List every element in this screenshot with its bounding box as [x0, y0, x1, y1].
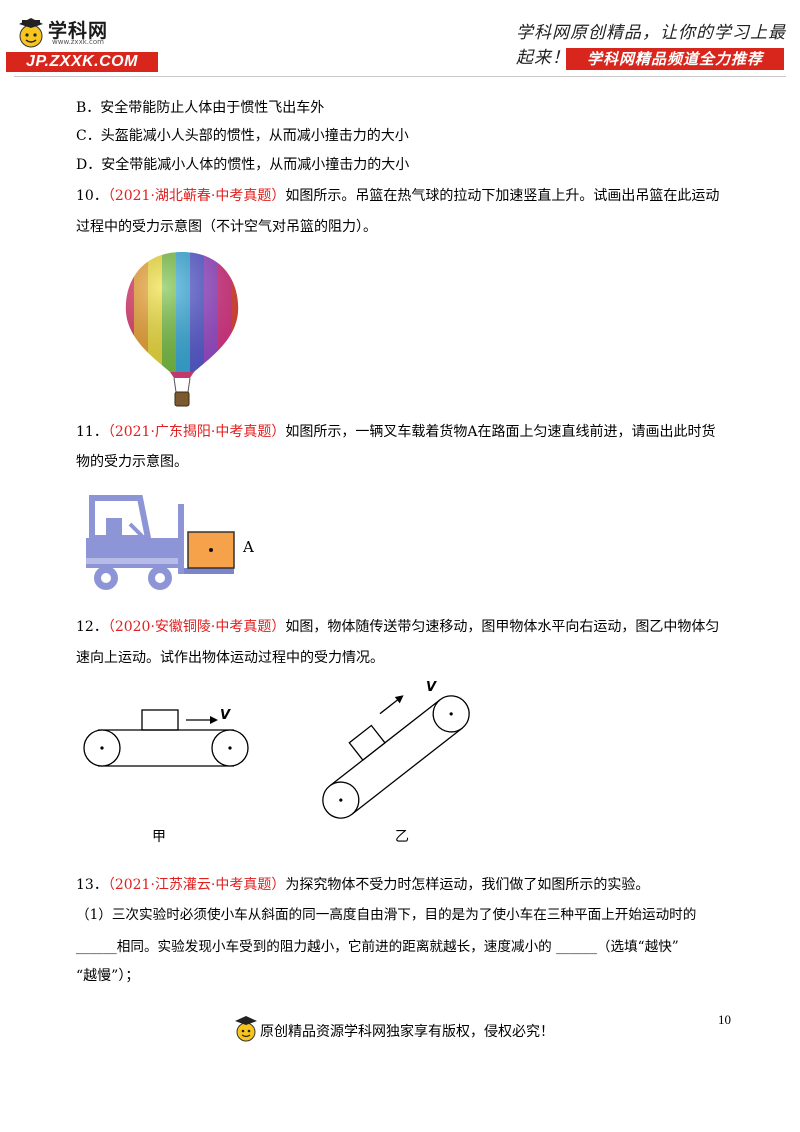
footer-mascot-icon	[235, 1016, 257, 1042]
v-label-yi: V	[426, 680, 437, 695]
caption-jia: 甲	[152, 829, 166, 845]
conveyor-horizontal-figure	[83, 709, 249, 767]
q11-line1: 11．（2021·广东揭阳·中考真题）如图所示，一辆叉车载着货物A在路面上匀速直…	[76, 422, 715, 442]
logo-name: 学科网	[48, 20, 109, 42]
q13-line3: ______相同。实验发现小车受到的阻力越小，它前进的距离就越长，速度减小的 _…	[76, 939, 679, 955]
q13-text1: 为探究物体不受力时怎样运动，我们做了如图所示的实验。	[285, 877, 650, 893]
q10-text1: 如图所示。吊篮在热气球的拉动下加速竖直上升。试画出吊篮在此运动	[285, 188, 720, 204]
conveyor-inclined-figure	[322, 695, 470, 819]
cargo-label: A	[243, 538, 254, 556]
logo-mascot-icon	[19, 18, 43, 48]
q13-number: 13．	[76, 877, 108, 893]
promo-band: 学科网精品频道全力推荐	[566, 48, 784, 70]
q10-number: 10．	[76, 188, 108, 204]
q13-line4: “越慢”）；	[76, 968, 140, 984]
q11-text1: 如图所示，一辆叉车载着货物A在路面上匀速直线前进，请画出此时货	[285, 424, 716, 440]
q11-number: 11．	[76, 424, 108, 440]
option-c: C．头盔能减小人头部的惯性，从而减小撞击力的大小	[76, 128, 409, 144]
header-divider	[14, 76, 786, 77]
page-number: 10	[718, 1012, 731, 1027]
hot-air-balloon-figure	[125, 252, 239, 407]
logo-band: JP.ZXXK.COM	[6, 52, 158, 72]
q11-source: （2021·广东揭阳·中考真题）	[107, 424, 286, 440]
q12-text1: 如图，物体随传送带匀速移动，图甲物体水平向右运动，图乙中物体匀	[285, 619, 720, 635]
q13-source: （2021·江苏灌云·中考真题）	[107, 877, 286, 893]
option-d: D．安全带能减小人体的惯性，从而减小撞击力的大小	[76, 157, 410, 173]
q12-number: 12．	[76, 619, 108, 635]
q11-line2: 物的受力示意图。	[76, 454, 188, 470]
v-label-jia: V	[220, 708, 231, 723]
forklift-figure	[86, 495, 235, 590]
q13-line2: （1）三次实验时必须使小车从斜面的同一高度自由滑下，目的是为了使小车在三种平面上…	[76, 907, 697, 923]
q12-line2: 速向上运动。试作出物体运动过程中的受力情况。	[76, 650, 384, 666]
footer-copyright: 原创精品资源学科网独家享有版权，侵权必究！	[260, 1024, 554, 1040]
q12-line1: 12．（2020·安徽铜陵·中考真题）如图，物体随传送带匀速移动，图甲物体水平向…	[76, 617, 719, 637]
caption-yi: 乙	[395, 829, 409, 845]
option-b: B．安全带能防止人体由于惯性飞出车外	[76, 100, 325, 116]
q13-line1: 13．（2021·江苏灌云·中考真题）为探究物体不受力时怎样运动，我们做了如图所…	[76, 875, 649, 895]
q10-line1: 10．（2021·湖北蕲春·中考真题）如图所示。吊篮在热气球的拉动下加速竖直上升…	[76, 186, 719, 206]
q12-source: （2020·安徽铜陵·中考真题）	[107, 619, 286, 635]
q10-source: （2021·湖北蕲春·中考真题）	[107, 188, 286, 204]
logo-url: www.zxxk.com	[52, 38, 104, 46]
q10-line2: 过程中的受力示意图（不计空气对吊篮的阻力）。	[76, 219, 377, 235]
header-slogan: 学科网原创精品，让你的学习上最起来！	[516, 23, 786, 68]
